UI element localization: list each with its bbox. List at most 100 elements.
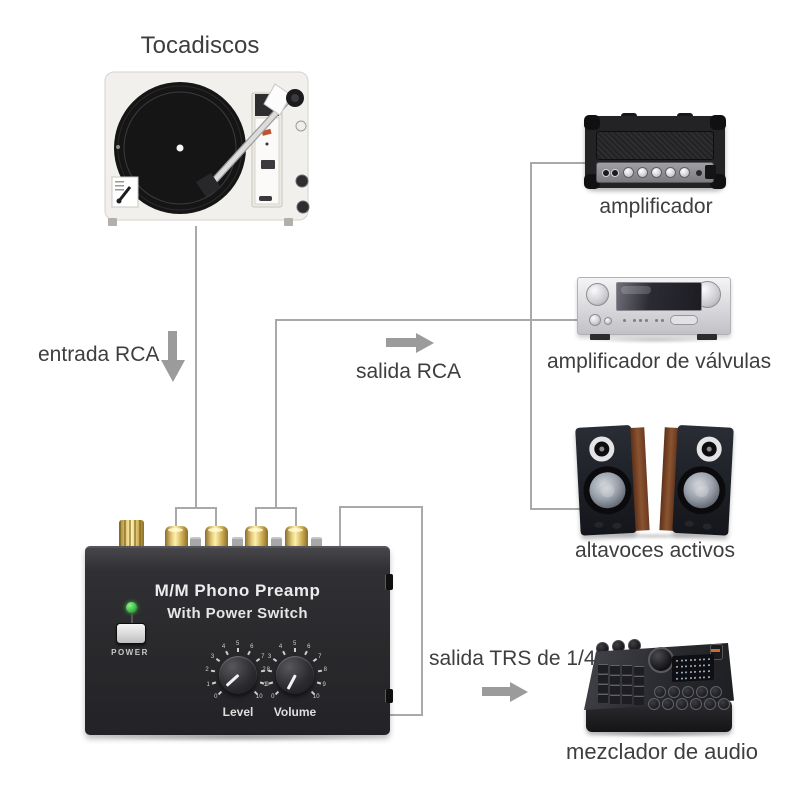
receiver-foot: [590, 334, 610, 340]
knob-tick: [294, 648, 296, 652]
knob-tick-number: 9: [265, 681, 269, 688]
knob-tick: [215, 658, 220, 663]
mixer-led: [694, 676, 696, 679]
receiver-small-knob: [589, 314, 601, 326]
mixer-led: [685, 671, 687, 674]
receiver-oval-button: [670, 315, 698, 325]
control-slot: [259, 196, 272, 201]
line-trs-left-drop: [339, 506, 341, 547]
knob-tick-number: 2: [205, 667, 209, 674]
mixer-shadow: [590, 730, 728, 738]
switch-panel-text: [115, 181, 124, 183]
mixer-led: [680, 677, 683, 680]
jack-nub: [190, 537, 201, 549]
mixer-led: [707, 664, 710, 667]
cartridge: [196, 173, 221, 197]
rca-output-plug-right: [285, 526, 308, 549]
amp-knob: [637, 167, 648, 178]
right-arrow-icon: [386, 338, 416, 347]
power-led-icon: [126, 602, 137, 613]
audio-mixer-image: [584, 638, 736, 738]
mixer-led: [680, 659, 683, 662]
rca-input-plug-left: [165, 526, 188, 549]
right-arrow-icon: [416, 333, 434, 353]
preamp-shadow: [89, 732, 389, 742]
knob-tick-number: 4: [221, 644, 226, 651]
knob-tick-number: 5: [293, 641, 297, 647]
receiver-button: [655, 319, 658, 322]
turntable-label: Tocadiscos: [140, 32, 260, 59]
mixer-led: [703, 664, 705, 667]
mixer-led: [698, 664, 701, 667]
amp-corner-cap: [584, 115, 600, 130]
knob-tick: [211, 669, 216, 673]
mixer-led: [689, 677, 692, 680]
mixer-led: [694, 658, 696, 661]
knob-tick: [275, 690, 280, 695]
turntable-foot: [108, 218, 117, 226]
vinyl-groove: [123, 91, 237, 205]
knob-tick-number: 9: [322, 681, 326, 688]
right-arrow-icon: [482, 687, 510, 696]
trs-side-jack: [385, 574, 393, 590]
line-trs-bottom: [389, 714, 423, 716]
knob-tick-number: 10: [255, 693, 263, 700]
mixer-led: [698, 670, 701, 673]
receiver-button: [623, 319, 626, 322]
mixer-pad: [610, 694, 620, 704]
mixer-pad: [634, 675, 644, 685]
mixer-pad: [610, 674, 620, 684]
line-turntable-to-input: [195, 226, 197, 508]
speaker-left: [575, 424, 651, 538]
receiver-shadow: [585, 336, 725, 344]
receiver-small-knob: [604, 317, 612, 325]
knob-tick: [212, 681, 217, 685]
mixer-round-button: [682, 686, 694, 698]
mixer-round-button: [704, 698, 716, 710]
mixer-pad: [634, 685, 644, 695]
knob-tick: [272, 658, 277, 663]
mixer-pad: [622, 695, 632, 704]
knob-tick-number: 1: [263, 681, 267, 688]
amp-corner-cap: [710, 115, 726, 130]
knob-tick-number: 0: [271, 693, 275, 700]
knob-tick: [237, 648, 239, 652]
level-knob-label: Level: [222, 705, 254, 719]
preamp-chassis: M/M Phono Preamp With Power Switch POWER…: [85, 546, 393, 735]
power-lever-knob: [116, 198, 122, 204]
mixer-led: [689, 659, 692, 662]
knob-tick: [224, 650, 229, 655]
mixer-led: [676, 677, 678, 680]
preamp-title: M/M Phono Preamp: [154, 581, 321, 600]
knob-tick-number: 3: [267, 653, 272, 660]
amp-grill: [596, 131, 714, 160]
knob-tick-number: 7: [261, 653, 265, 660]
led-stem: [131, 614, 133, 623]
knob-tick: [256, 658, 261, 663]
line-right-bus: [530, 162, 532, 510]
mixer-pad: [610, 684, 620, 694]
line-input-bracket-left: [175, 507, 177, 526]
line-trs-right-drop: [421, 506, 423, 716]
rca-input-plug-right: [205, 526, 228, 549]
knob-tick-number: 6: [307, 644, 311, 651]
amp-control-panel: [596, 162, 716, 183]
rca-input-label: entrada RCA: [38, 343, 160, 366]
line-input-bracket: [175, 507, 217, 509]
mixer-led: [676, 659, 678, 662]
mixer-led: [676, 671, 678, 674]
mixer-led: [685, 677, 687, 680]
deck-knob: [295, 120, 307, 132]
mixer-led: [707, 676, 710, 679]
mixer-led: [694, 670, 696, 673]
mixer-led: [685, 665, 687, 668]
receiver-foot: [697, 334, 717, 340]
mixer-round-button: [718, 698, 730, 710]
knob-tick-number: 5: [236, 641, 240, 647]
amplifier-image: [584, 113, 726, 189]
amp-power-switch: [705, 165, 716, 179]
mixer-led: [694, 664, 696, 667]
amp-knob: [651, 167, 662, 178]
